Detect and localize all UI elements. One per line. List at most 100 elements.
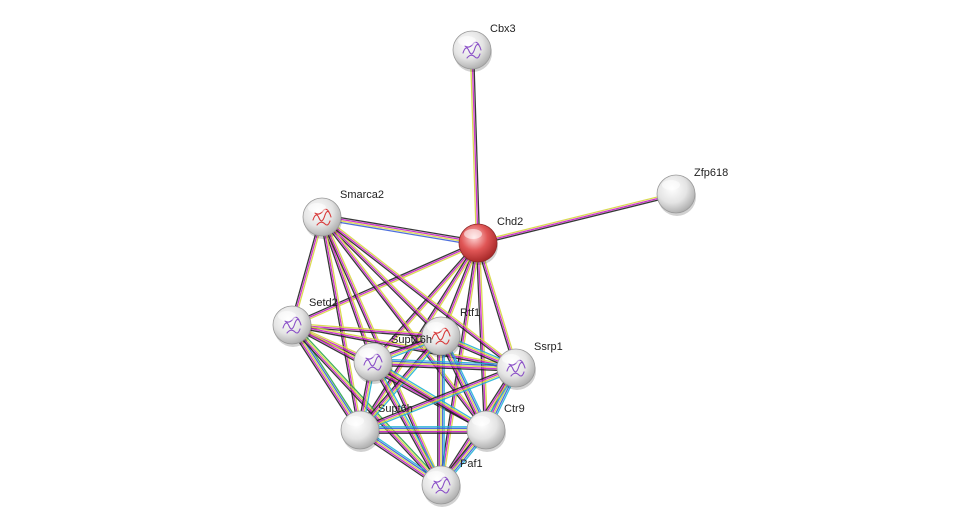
node-highlight — [427, 322, 445, 332]
node-smarca2[interactable]: Smarca2 — [302, 189, 384, 239]
edge-rtf1-supt6h[interactable] — [357, 334, 444, 432]
node-ctr9[interactable]: Ctr9 — [466, 403, 525, 452]
node-highlight — [458, 36, 476, 46]
node-paf1[interactable]: Paf1 — [421, 458, 483, 507]
evidence-line-black — [320, 217, 486, 432]
evidence-line-black — [288, 326, 358, 433]
node-highlight — [662, 180, 680, 190]
evidence-line-black — [370, 362, 440, 487]
evidence-line-cyan — [360, 369, 518, 433]
node-supt6h[interactable]: Supt6h — [340, 403, 413, 452]
evidence-line-green — [293, 322, 444, 484]
edge-supt16h-ssrp1[interactable] — [372, 358, 517, 372]
evidence-line-blue — [373, 359, 517, 368]
node-zfp618[interactable]: Zfp618 — [656, 167, 728, 216]
edge-supt6h-ctr9[interactable] — [360, 426, 486, 434]
node-sphere — [466, 410, 506, 450]
evidence-line-yellow — [292, 322, 517, 368]
evidence-line-cyan — [373, 359, 488, 429]
node-sphere — [496, 348, 536, 388]
evidence-line-black — [478, 194, 677, 246]
evidence-line-yellow — [360, 243, 480, 432]
node-highlight — [346, 416, 364, 426]
evidence-line-blue — [321, 218, 478, 247]
node-sphere — [656, 174, 696, 214]
evidence-line-magenta — [359, 366, 516, 430]
evidence-line-black — [358, 365, 516, 429]
evidence-line-yellow — [292, 323, 488, 430]
node-label: Zfp618 — [694, 167, 728, 179]
node-highlight — [359, 348, 377, 358]
evidence-line-magenta — [358, 335, 441, 430]
node-rtf1[interactable]: Rtf1 — [421, 307, 480, 358]
edge-chd2-zfp618[interactable] — [477, 191, 677, 246]
node-sphere — [421, 465, 461, 505]
node-highlight — [278, 311, 296, 321]
evidence-line-cyan — [373, 358, 517, 366]
evidence-line-yellow — [469, 50, 478, 244]
evidence-line-yellow — [373, 360, 487, 430]
node-label: Cbx3 — [490, 23, 516, 35]
node-label: Setd2 — [309, 297, 338, 309]
evidence-line-black — [475, 243, 516, 369]
node-label: Ctr9 — [504, 403, 525, 415]
evidence-line-yellow — [322, 215, 518, 368]
evidence-line-black — [371, 241, 478, 362]
node-label: Chd2 — [497, 216, 523, 228]
evidence-line-black — [475, 243, 486, 431]
node-highlight — [464, 229, 482, 239]
edge-rtf1-paf1[interactable] — [437, 336, 445, 485]
edge-setd2-ctr9[interactable] — [290, 323, 488, 432]
evidence-line-black — [372, 364, 516, 372]
node-sphere — [272, 305, 312, 345]
evidence-line-black — [322, 213, 479, 242]
evidence-line-yellow — [478, 242, 489, 430]
node-highlight — [308, 203, 326, 213]
evidence-line-magenta — [372, 362, 486, 432]
evidence-line-black — [472, 49, 481, 243]
evidence-line-yellow — [291, 324, 361, 431]
evidence-line-yellow — [292, 243, 479, 328]
evidence-line-magenta — [321, 216, 442, 337]
node-chd2[interactable]: Chd2 — [458, 216, 523, 265]
evidence-line-yellow — [360, 336, 443, 431]
node-sphere — [458, 223, 498, 263]
node-highlight — [427, 471, 445, 481]
evidence-line-magenta — [290, 325, 360, 432]
edge-chd2-smarca2[interactable] — [321, 213, 479, 247]
evidence-line-magenta — [291, 324, 487, 431]
node-label: Supt6h — [378, 403, 413, 415]
edge-ssrp1-supt6h[interactable] — [358, 365, 518, 433]
node-supt16h[interactable]: Supt16h — [353, 334, 432, 384]
evidence-line-magenta — [371, 362, 441, 486]
node-sphere — [353, 342, 393, 382]
evidence-line-black — [320, 217, 516, 370]
edge-chd2-ssrp1[interactable] — [475, 242, 519, 369]
node-sphere — [452, 30, 492, 70]
node-cbx3[interactable]: Cbx3 — [452, 23, 516, 72]
edge-supt16h-ctr9[interactable] — [371, 359, 488, 433]
node-highlight — [472, 416, 490, 426]
node-highlight — [502, 354, 520, 364]
node-sphere — [302, 197, 342, 237]
evidence-line-yellow — [360, 368, 517, 432]
evidence-line-black — [290, 325, 486, 432]
node-label: Smarca2 — [340, 189, 384, 201]
evidence-line-yellow — [477, 191, 676, 243]
evidence-line-black — [371, 363, 486, 433]
evidence-line-magenta — [471, 49, 479, 244]
node-setd2[interactable]: Setd2 — [272, 297, 338, 347]
evidence-line-cyan — [374, 360, 444, 485]
evidence-line-yellow — [373, 361, 443, 485]
evidence-line-magenta — [321, 216, 487, 431]
evidence-line-yellow — [292, 322, 442, 336]
edge-chd2-cbx3[interactable] — [469, 49, 481, 244]
edge-supt16h-paf1[interactable] — [370, 360, 444, 487]
evidence-line-magenta — [372, 362, 516, 371]
edge-chd2-ctr9[interactable] — [475, 242, 489, 431]
node-ssrp1[interactable]: Ssrp1 — [496, 341, 563, 390]
edge-smarca2-ssrp1[interactable] — [320, 215, 518, 370]
node-sphere — [340, 410, 380, 450]
